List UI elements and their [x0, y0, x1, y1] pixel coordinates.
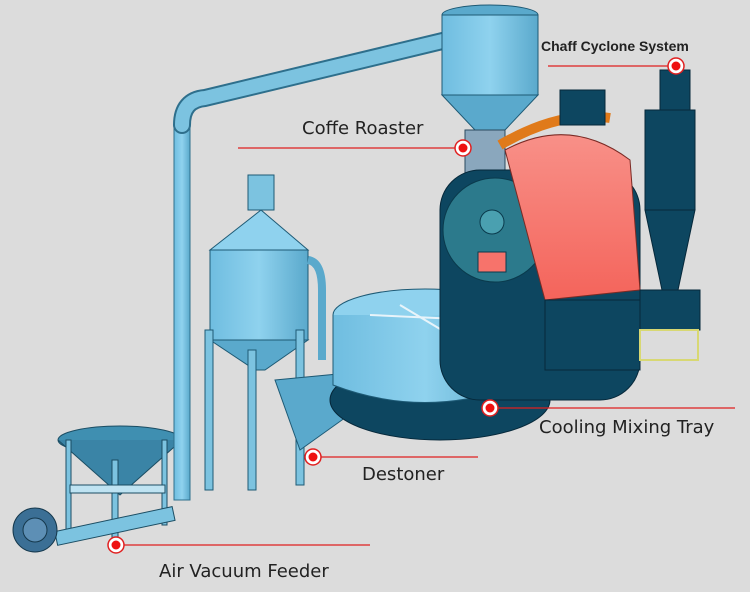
label-destoner: Destoner — [362, 464, 445, 485]
marker-air-feeder[interactable] — [107, 536, 125, 554]
label-chaff-cyclone: Chaff Cyclone System — [541, 38, 689, 54]
destoner-silo — [204, 174, 381, 491]
leader-lines — [116, 65, 735, 546]
label-coffee-roaster: Coffe Roaster — [302, 118, 424, 139]
air-vacuum-feeder — [12, 425, 183, 553]
marker-cooling-tray[interactable] — [481, 399, 499, 417]
label-cooling-tray: Cooling Mixing Tray — [539, 417, 715, 438]
feed-pipe — [173, 29, 464, 501]
marker-destoner[interactable] — [304, 448, 322, 466]
coffee-roaster — [439, 89, 641, 401]
marker-chaff-cyclone[interactable] — [667, 57, 685, 75]
label-air-feeder: Air Vacuum Feeder — [159, 561, 329, 582]
marker-coffee-roaster[interactable] — [454, 139, 472, 157]
chaff-cyclone — [639, 69, 701, 361]
